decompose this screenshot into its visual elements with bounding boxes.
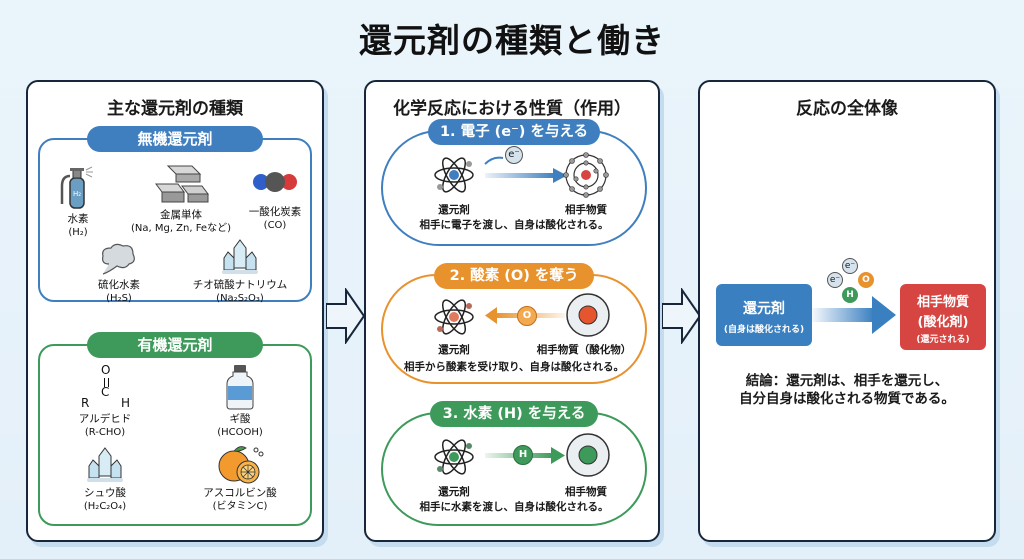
reaction-desc: 相手に水素を渡し、自身は酸化される。 (419, 501, 609, 513)
particle-e2: e⁻ (827, 272, 843, 288)
item-formula: (Na, Mg, Zn, Feなど) (130, 223, 231, 234)
crystal-icon (222, 239, 258, 274)
reaction-label: 1. 電子 (e⁻) を与える (428, 119, 600, 145)
co-molecule-icon (253, 172, 297, 192)
reaction-electron: 1. 電子 (e⁻) を与える e⁻ 還元剤 相手物質 相 (381, 119, 647, 246)
atom-o: O (101, 363, 111, 377)
item-thiosulfate: チオ硫酸ナトリウム (Na₂S₂O₃) (180, 238, 300, 305)
item-formula: (R-CHO) (84, 427, 126, 438)
metal-ingot-icon (155, 165, 209, 203)
types-panel: 主な還元剤の種類 無機還元剤 H₂ 水素 (H₂) (26, 80, 324, 542)
item-ascorbic-acid: アスコルビン酸 (ビタミンC) (190, 444, 290, 513)
item-name: アルデヒド (78, 413, 132, 425)
item-name: 一酸化炭素 (248, 206, 302, 218)
page-title: 還元剤の種類と働き (359, 21, 665, 60)
organic-group: 有機還元剤 O C R H アルデヒド (R-CHO) ギ酸 (HCOOH) (38, 332, 312, 526)
particle-e1: e⁻ (842, 258, 858, 274)
crystal-icon (87, 447, 123, 482)
atom-r: R (81, 396, 90, 410)
item-name: 金属単体 (160, 209, 202, 221)
atom-h: H (121, 396, 131, 410)
conclusion-line-1: 結論：還元剤は、相手を還元し、 (745, 373, 949, 389)
organic-label: 有機還元剤 (87, 332, 263, 358)
inorganic-group: 無機還元剤 H₂ 水素 (H₂) 金属単体 (N (38, 126, 312, 305)
item-hydrogen: H₂ 水素 (H₂) (48, 164, 108, 239)
oxide-icon (566, 293, 610, 337)
item-formula: (Na₂S₂O₃) (216, 293, 264, 304)
reducer-label: 還元剤 (438, 486, 470, 498)
atom-icon (434, 299, 474, 335)
reducer-title: 還元剤 (743, 301, 785, 317)
item-formula: (H₂C₂O₄) (83, 501, 127, 512)
item-metal: 金属単体 (Na, Mg, Zn, Feなど) (116, 162, 246, 235)
transfer-arrow-icon (484, 156, 567, 183)
partner-label: 相手物質（酸化物） (536, 344, 632, 356)
item-name: 硫化水素 (98, 279, 140, 291)
reaction-label: 3. 水素 (H) を与える (430, 401, 598, 427)
reaction-oxygen: 2. 酸素 (O) を奪う O 還元剤 相手物質（酸化物） 相手から酸素を受け取… (381, 263, 647, 384)
particle-o: O (858, 272, 874, 288)
item-h2s: 硫化水素 (H₂S) (84, 242, 154, 305)
inorganic-label: 無機還元剤 (87, 126, 263, 152)
reaction-desc: 相手に電子を渡し、自身は酸化される。 (419, 219, 609, 231)
target-substance-icon (566, 433, 610, 477)
item-formic-acid: ギ酸 (HCOOH) (200, 364, 280, 439)
properties-panel-title: 化学反応における性質（作用） (393, 99, 631, 119)
particle-h: H (842, 287, 858, 303)
partner-box: 相手物質 (酸化剤) (還元される) (900, 284, 986, 350)
item-oxalic-acid: シュウ酸 (H₂C₂O₄) (70, 446, 140, 513)
aldehyde-structure-icon: O C R H (75, 364, 135, 410)
item-formula: (HCOOH) (217, 427, 263, 438)
item-name: シュウ酸 (84, 487, 126, 499)
overview-arrow-icon (812, 296, 896, 334)
item-name: ギ酸 (229, 413, 251, 425)
item-formula: (ビタミンC) (212, 501, 268, 512)
reaction-desc: 相手から酸素を受け取り、自身は酸化される。 (403, 361, 625, 373)
partner-label: 相手物質 (565, 486, 607, 498)
flow-arrow-icon (662, 288, 702, 344)
partner-note: (還元される) (916, 335, 970, 345)
reducer-note: (自身は酸化される) (723, 325, 805, 335)
target-atom-icon (563, 152, 609, 198)
atom-icon (434, 157, 474, 193)
partner-title: 相手物質 (916, 295, 969, 310)
oxygen-particle: O (517, 306, 537, 326)
partner-title2: (酸化剤) (917, 315, 969, 330)
atom-c: C (101, 385, 110, 399)
overview-panel-title: 反応の全体像 (796, 99, 898, 119)
svg-text:H₂: H₂ (73, 190, 81, 198)
reducer-label: 還元剤 (438, 204, 470, 216)
gas-cylinder-icon: H₂ (60, 166, 93, 209)
properties-panel: 化学反応における性質（作用） 1. 電子 (e⁻) を与える e⁻ (364, 80, 660, 542)
reaction-label: 2. 酸素 (O) を奪う (434, 263, 594, 289)
conclusion-line-2: 自分自身は酸化される物質である。 (739, 391, 955, 407)
reducer-box: 還元剤 (自身は酸化される) (716, 284, 812, 346)
electron-particle: e⁻ (505, 146, 523, 164)
reducer-label: 還元剤 (438, 344, 470, 356)
conclusion-text: 結論：還元剤は、相手を還元し、 自分自身は酸化される物質である。 (700, 372, 994, 408)
item-formula: (H₂S) (106, 293, 132, 304)
overview-panel: 反応の全体像 還元剤 (自身は酸化される) e⁻ e⁻ O H 相手物質 (酸化… (698, 80, 996, 542)
types-panel-title: 主な還元剤の種類 (107, 99, 243, 119)
reaction-hydrogen: 3. 水素 (H) を与える H 還元剤 相手物質 相手に水素を渡し、自身は酸化… (381, 401, 647, 526)
bottle-icon (226, 365, 254, 410)
item-co: 一酸化炭素 (CO) (240, 170, 310, 232)
orange-icon (218, 446, 264, 484)
gas-cloud-icon (102, 243, 135, 275)
item-name: アスコルビン酸 (203, 487, 277, 499)
flow-arrow-icon (326, 288, 366, 344)
atom-icon (434, 439, 474, 475)
double-bond (104, 378, 109, 387)
item-name: チオ硫酸ナトリウム (192, 279, 288, 291)
partner-label: 相手物質 (565, 204, 607, 216)
item-formula: (H₂) (68, 227, 88, 238)
item-aldehyde: O C R H アルデヒド (R-CHO) (70, 364, 140, 439)
hydrogen-particle: H (513, 445, 533, 465)
item-formula: (CO) (263, 220, 287, 231)
item-name: 水素 (67, 213, 89, 225)
